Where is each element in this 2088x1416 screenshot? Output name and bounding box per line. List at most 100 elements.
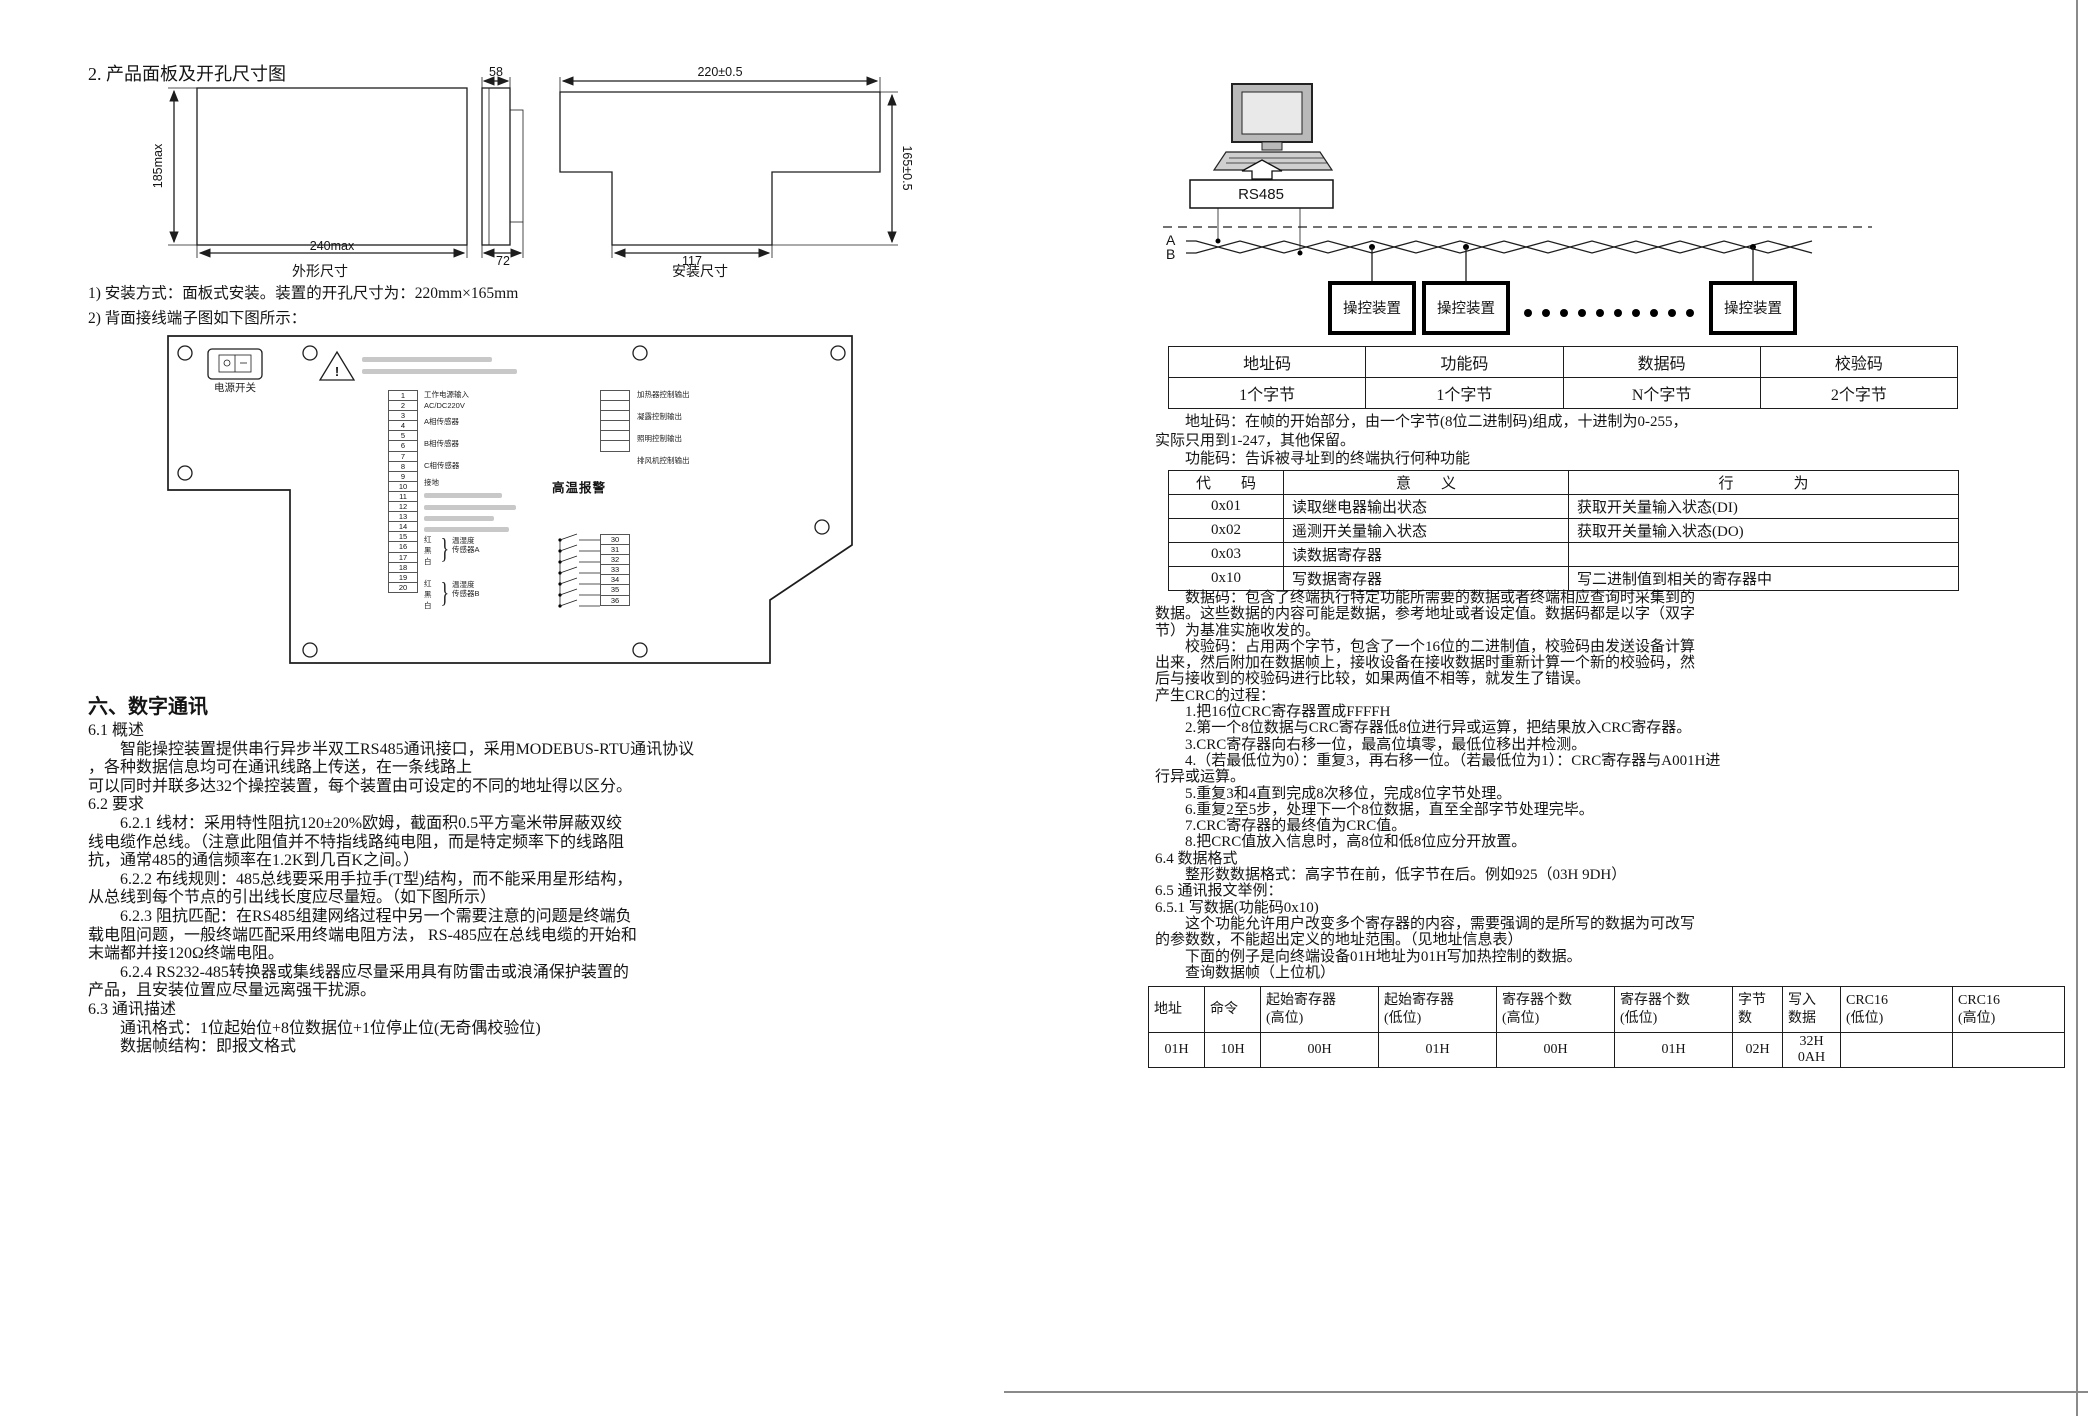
table-cell: 获取开关量输入状态(DI) [1568,494,1959,519]
paragraph-line: 通讯格式：1位起始位+8位数据位+1位停止位(无奇偶校验位) [88,1019,541,1037]
paragraph-line: 行异或运算。 [1155,769,1246,786]
section2-title: 2. 产品面板及开孔尺寸图 [88,64,286,84]
terminal-label-phase-a: A相传感器 [424,417,460,426]
rs485-label: RS485 [1238,186,1284,203]
table-cell: 读数据寄存器 [1283,542,1569,567]
terminal-label-fan-out: 排风机控制输出 [637,456,690,465]
paragraph-line: 6.2 要求 [88,796,145,814]
function-code-table: 代 码意 义行 为 0x01 读取继电器输出状态 获取开关量输入状态(DI) 0… [1168,470,1959,591]
paragraph-line: 这个功能允许用户改变多个寄存器的内容，需要强调的是所写的数据为可改写 [1155,915,1696,932]
sensor-a-wires: 红黑白 [424,534,440,567]
paragraph-line: 节）为基准实施收发的。 [1155,622,1321,639]
paragraph-line: 线电缆作总线。（注意此阻值并不特指线路纯电阻，而是特定频率下的线路阻 [88,833,625,851]
high-temp-alarm-label: 高温报警 [552,481,607,495]
paragraph-line: 3.CRC寄存器向右移一位，最高位填零，最低位移出并检测。 [1155,736,1587,753]
paragraph-line: 数据。这些数据的内容可能是数据，参考地址或者设定值。数据码都是以字（双字 [1155,606,1696,623]
table-cell: 01H [1614,1031,1733,1069]
control-device-label: 操控装置 [1343,300,1401,317]
table-header-cell: 地址 [1148,986,1205,1033]
paragraph-line: 数据帧结构：即报文格式 [88,1038,297,1056]
paragraph-line: 产生CRC的过程： [1155,687,1276,704]
control-device-box: 操控装置 [1709,281,1797,335]
paragraph-line: 可以同时并联多达32个操控装置，每个装置由可设定的不同的地址得以区分。 [88,777,633,795]
terminal-number: 36 [600,594,630,606]
table-row: 0x02 遥测开关量输入状态 获取开关量输入状态(DO) [1168,518,1959,543]
up-arrow-icon [1241,159,1283,180]
sensor-a-label: 温湿度 传感器A [452,536,480,554]
note-install-method: 1) 安装方式：面板式安装。装置的开孔尺寸为：220mm×165mm [88,285,519,302]
paragraph-line: 6.重复2至5步，处理下一个8位数据，直至全部字节处理完毕。 [1155,801,1594,818]
paragraph-line: 整形数数据格式：高字节在前，低字节在后。例如925（03H 9DH） [1155,867,1627,884]
paragraph-line: 校验码：占用两个字节，包含了一个16位的二进制值，校验码由发送设备计算 [1155,638,1696,655]
mounting-holes [177,345,846,658]
terminal-label-condense-out: 凝露控制输出 [637,412,682,421]
table-header-cell: 命令 [1204,986,1261,1033]
paragraph-line: 地址码：在帧的开始部分，由一个字节(8位二进制码)组成，十进制为0-255， [1155,414,1688,430]
paragraph-line: 5.重复3和4直到完成8次移位，完成8位字节处理。 [1155,785,1512,802]
fine-print [424,493,502,498]
paragraph-line: 后与接收到的校验码进行比较，如果两值不相等，就发生了错误。 [1155,671,1591,688]
terminal-label-phase-b: B相传感器 [424,439,460,448]
paragraph-line: 2.第一个8位数据与CRC寄存器低8位进行异或运算，把结果放入CRC寄存器。 [1155,720,1692,737]
table-cell: 写二进制值到相关的寄存器中 [1568,566,1959,591]
table-cell: 02H [1732,1031,1783,1069]
terminal-label-phase-c: C相传感器 [424,461,460,470]
table-header-row: 代 码意 义行 为 [1168,470,1959,495]
table-header-cell: 校验码 [1759,346,1959,378]
dim-cut-height-label: 165±0.5 [900,145,914,190]
cutout-drawing: 220±0.5 165±0.5 117 [559,65,914,268]
wire-color-label: 白 [424,557,432,567]
table-cell: 遥测开关量输入状态 [1283,518,1569,543]
table-header-cell: 写入 数据 [1782,986,1841,1033]
paragraph-line: 6.2.4 RS232-485转换器或集线器应尽量采用具有防雷击或浪涌保护装置的 [88,963,629,981]
paragraph-line: 6.1 概述 [88,722,145,739]
table-cell: 01H [1148,1031,1205,1069]
table-cell: 32H 0AH [1782,1031,1841,1069]
page-edge-vertical [2076,0,2078,1416]
dim-height-label: 185max [151,143,165,188]
dim-width-label: 240max [310,239,355,253]
terminal-label-light-out: 照明控制输出 [637,434,682,443]
table-row: 0x01 读取继电器输出状态 获取开关量输入状态(DI) [1168,494,1959,519]
table-cell: 读取继电器输出状态 [1283,494,1569,519]
paragraph-line: 8.把CRC值放入信息时，高8位和低8位应分开放置。 [1155,834,1527,851]
wire-color-label: 黑 [424,546,432,556]
power-switch-label: 电源开关 [214,382,256,394]
paragraph-line: 下面的例子是向终端设备01H地址为01H写加热控制的数据。 [1155,948,1582,965]
table-cell [1568,542,1959,567]
sensor-b-label: 温湿度 传感器B [452,580,480,598]
table-row: 0x10 写数据寄存器 写二进制值到相关的寄存器中 [1168,566,1959,591]
wire-color-label: 红 [424,535,432,544]
table-header-cell: 意 义 [1283,470,1569,495]
table-cell: 01H [1378,1031,1497,1069]
dim-depth-bottom-label: 72 [496,254,510,268]
ellipsis-dots [1524,309,1694,317]
table-header-cell: 代 码 [1168,470,1284,495]
terminal-number: 20 [388,581,418,593]
paragraph-line: 数据码：包含了终端执行特定功能所需要的数据或者终端相应查询时采集到的 [1155,590,1696,606]
warning-triangle-icon: ! [318,350,356,381]
paragraph-line: ，各种数据信息均可在通讯线路上传送，在一条线路上 [88,759,473,777]
fine-print [362,357,492,362]
table-header-row: 地址码功能码数据码校验码 [1167,346,1959,378]
table-header-cell: 数据码 [1562,346,1761,378]
wire-color-label: 黑 [424,590,432,600]
table-cell: 0x01 [1168,494,1284,519]
rs485-converter-box: RS485 [1189,179,1334,209]
table-cell: 00H [1496,1031,1615,1069]
terminal-strip-right-upper [600,390,630,452]
paragraph-line: 产品，且安装位置应尽量远离强干扰源。 [88,982,377,1000]
table-cell: 1个字节 [1167,377,1367,409]
device-drops [1369,244,1756,283]
dim-cut-width-label: 220±0.5 [697,65,742,79]
status-input-switches [558,533,600,608]
dim-depth-top-label: 58 [489,65,503,79]
table-cell: 00H [1260,1031,1379,1069]
side-view-drawing: 58 72 [481,65,524,268]
table-cell: 写数据寄存器 [1283,566,1569,591]
wire-color-label: 红 [424,579,432,588]
table-cell: 2个字节 [1759,377,1959,409]
table-cell: N个字节 [1562,377,1761,409]
